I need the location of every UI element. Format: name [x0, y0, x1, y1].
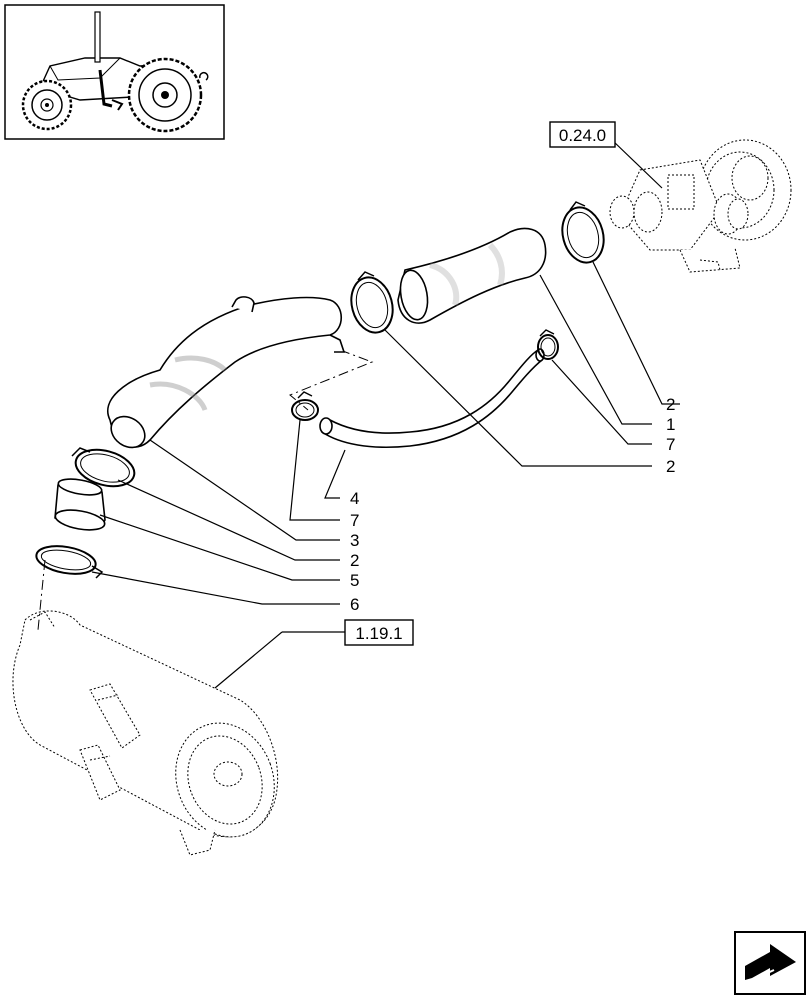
small-clamp-right-part-7[interactable] [537, 329, 559, 360]
leader-lines [91, 139, 680, 689]
centerline-small-hose [289, 349, 374, 411]
elbow-duct-part-3[interactable] [105, 296, 346, 454]
sleeve-part-5[interactable] [54, 476, 106, 533]
callout-clamp-lower: 6 [350, 595, 359, 614]
small-hose-part-4[interactable] [319, 348, 545, 449]
reference-air-filter-label: 1.19.1 [355, 624, 402, 643]
reference-box-air-filter[interactable]: 1.19.1 [344, 619, 414, 646]
callout-small-hose: 4 [350, 489, 359, 508]
callout-labels: 2 1 7 2 4 7 3 2 5 6 [350, 395, 675, 614]
air-filter [12, 610, 279, 856]
tractor-thumbnail-icon[interactable] [4, 4, 225, 140]
callout-clamp-middle: 2 [666, 457, 675, 476]
callout-clamp-right: 2 [666, 395, 675, 414]
clamp-right-part-2[interactable] [556, 201, 609, 267]
reference-box-turbo[interactable]: 0.24.0 [549, 121, 616, 148]
callout-turbo-hose: 1 [666, 415, 675, 434]
reference-turbo-label: 0.24.0 [559, 126, 606, 145]
next-page-arrow-icon[interactable] [734, 931, 806, 995]
centerline-filter [37, 559, 46, 631]
callout-sleeve: 5 [350, 571, 359, 590]
callout-clamp-left: 2 [350, 551, 359, 570]
clamp-middle-part-2[interactable] [345, 271, 398, 337]
turbo-hose-part-1[interactable] [397, 227, 547, 324]
clamp-lower-part-6[interactable] [34, 542, 104, 579]
callout-small-clamp-right: 7 [666, 435, 675, 454]
callout-elbow-duct: 3 [350, 531, 359, 550]
small-clamp-left-part-7[interactable] [291, 391, 319, 421]
turbocharger [609, 139, 792, 273]
clamp-left-part-2[interactable] [71, 444, 139, 492]
callout-small-clamp-left: 7 [350, 511, 359, 530]
